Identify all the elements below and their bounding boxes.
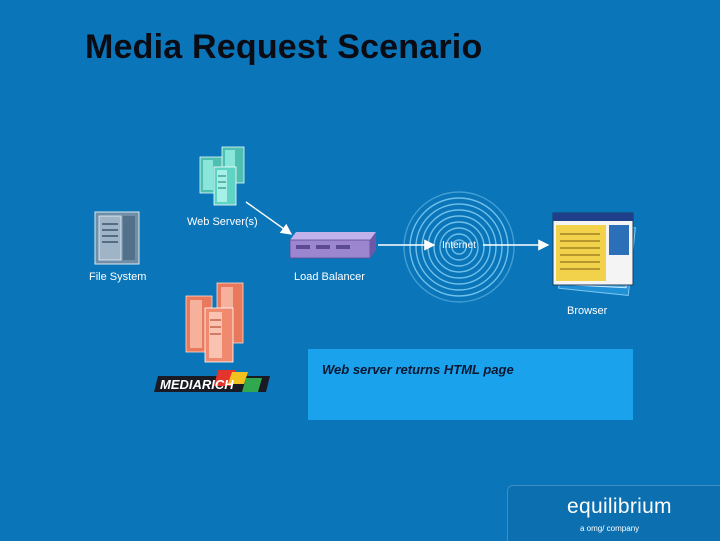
arrow-webserver-to-balancer	[245, 201, 293, 235]
load-balancer-label: Load Balancer	[294, 271, 365, 283]
brand-tagline: a omg/ company	[580, 524, 640, 533]
brand-name: equilibrium	[567, 495, 672, 518]
callout-text: Web server returns HTML page	[322, 362, 514, 377]
media-server-icon	[185, 282, 244, 363]
mediarich-logo-text: MEDIARICH	[160, 377, 234, 392]
slide-title: Media Request Scenario	[85, 28, 483, 66]
browser-icon	[552, 212, 636, 297]
load-balancer-icon	[289, 232, 376, 259]
file-system-icon	[94, 211, 140, 265]
web-server-label: Web Server(s)	[187, 216, 258, 228]
brand-logo-box	[507, 485, 720, 541]
internet-label: Internet	[442, 240, 476, 251]
internet-rings-icon	[403, 191, 515, 303]
callout-box: Web server returns HTML page	[308, 349, 633, 420]
web-server-icon	[199, 146, 245, 206]
file-system-label: File System	[89, 271, 147, 283]
browser-label: Browser	[567, 305, 608, 317]
mediarich-logo: MEDIARICH	[154, 370, 270, 392]
